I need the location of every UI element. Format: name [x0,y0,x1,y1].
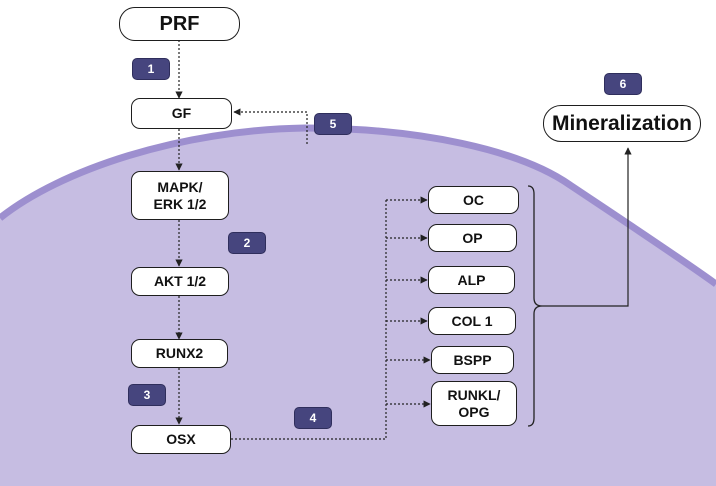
arrow-feedback-gf [233,108,308,144]
step-badge-4: 4 [294,407,332,429]
step-badge-3: 3 [128,384,166,406]
step-badge-6: 6 [604,73,642,95]
node-gf: GF [131,98,232,129]
step-badge-2: 2 [228,232,266,254]
node-oc: OC [428,186,519,214]
node-bspp: BSPP [431,346,514,374]
node-mineralization: Mineralization [543,105,701,142]
arrow-to-mineralization [542,147,632,307]
node-alp: ALP [428,266,515,294]
node-osx: OSX [131,425,231,454]
node-op: OP [428,224,517,252]
node-col1: COL 1 [428,307,516,335]
node-mapk: MAPK/ ERK 1/2 [131,171,229,220]
cell-body [0,128,716,486]
node-runx2: RUNX2 [131,339,228,368]
node-prf: PRF [119,7,240,41]
cell-membrane [0,124,716,287]
node-akt: AKT 1/2 [131,267,229,296]
node-runkl: RUNKL/ OPG [431,381,517,426]
step-badge-5: 5 [314,113,352,135]
step-badge-1: 1 [132,58,170,80]
